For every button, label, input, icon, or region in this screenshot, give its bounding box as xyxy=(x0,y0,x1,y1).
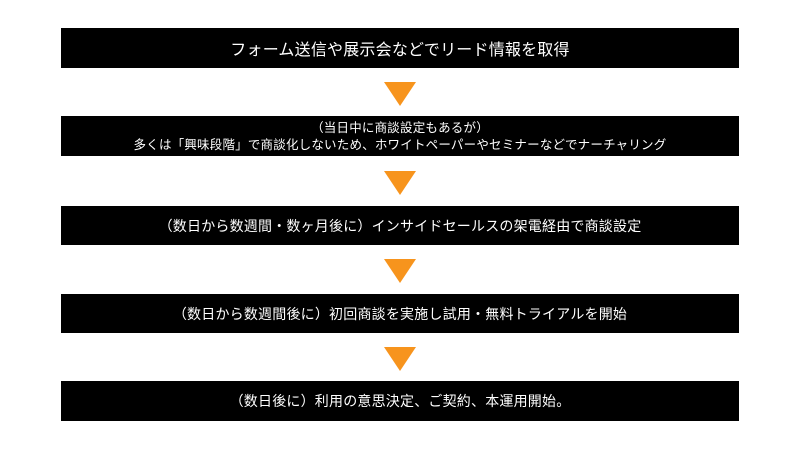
step-2-text-line-2: 多くは「興味段階」で商談化しないため、ホワイトペーパーやセミナーなどでナーチャリ… xyxy=(133,137,667,152)
step-4-text: （数日から数週間後に）初回商談を実施し試用・無料トライアルを開始 xyxy=(172,306,628,323)
step-3-text: （数日から数週間・数ヶ月後に）インサイドセールスの架電経由で商談設定 xyxy=(158,218,642,235)
step-5-text: （数日後に）利用の意思決定、ご契約、本運用開始。 xyxy=(229,394,571,410)
step-4-box: （数日から数週間後に）初回商談を実施し試用・無料トライアルを開始 xyxy=(61,294,739,333)
down-arrow-icon xyxy=(384,259,416,283)
step-1-text: フォーム送信や展示会などでリード情報を取得 xyxy=(230,40,570,59)
step-1-box: フォーム送信や展示会などでリード情報を取得 xyxy=(61,28,739,68)
down-arrow-icon xyxy=(384,347,416,371)
step-2-box: （当日中に商談設定もあるが） 多くは「興味段階」で商談化しないため、ホワイトペー… xyxy=(61,116,739,156)
step-2-text-line-1: （当日中に商談設定もあるが） xyxy=(311,120,489,135)
step-5-box: （数日後に）利用の意思決定、ご契約、本運用開始。 xyxy=(61,381,739,421)
down-arrow-icon xyxy=(384,171,416,195)
step-3-box: （数日から数週間・数ヶ月後に）インサイドセールスの架電経由で商談設定 xyxy=(61,206,739,245)
down-arrow-icon xyxy=(384,82,416,106)
